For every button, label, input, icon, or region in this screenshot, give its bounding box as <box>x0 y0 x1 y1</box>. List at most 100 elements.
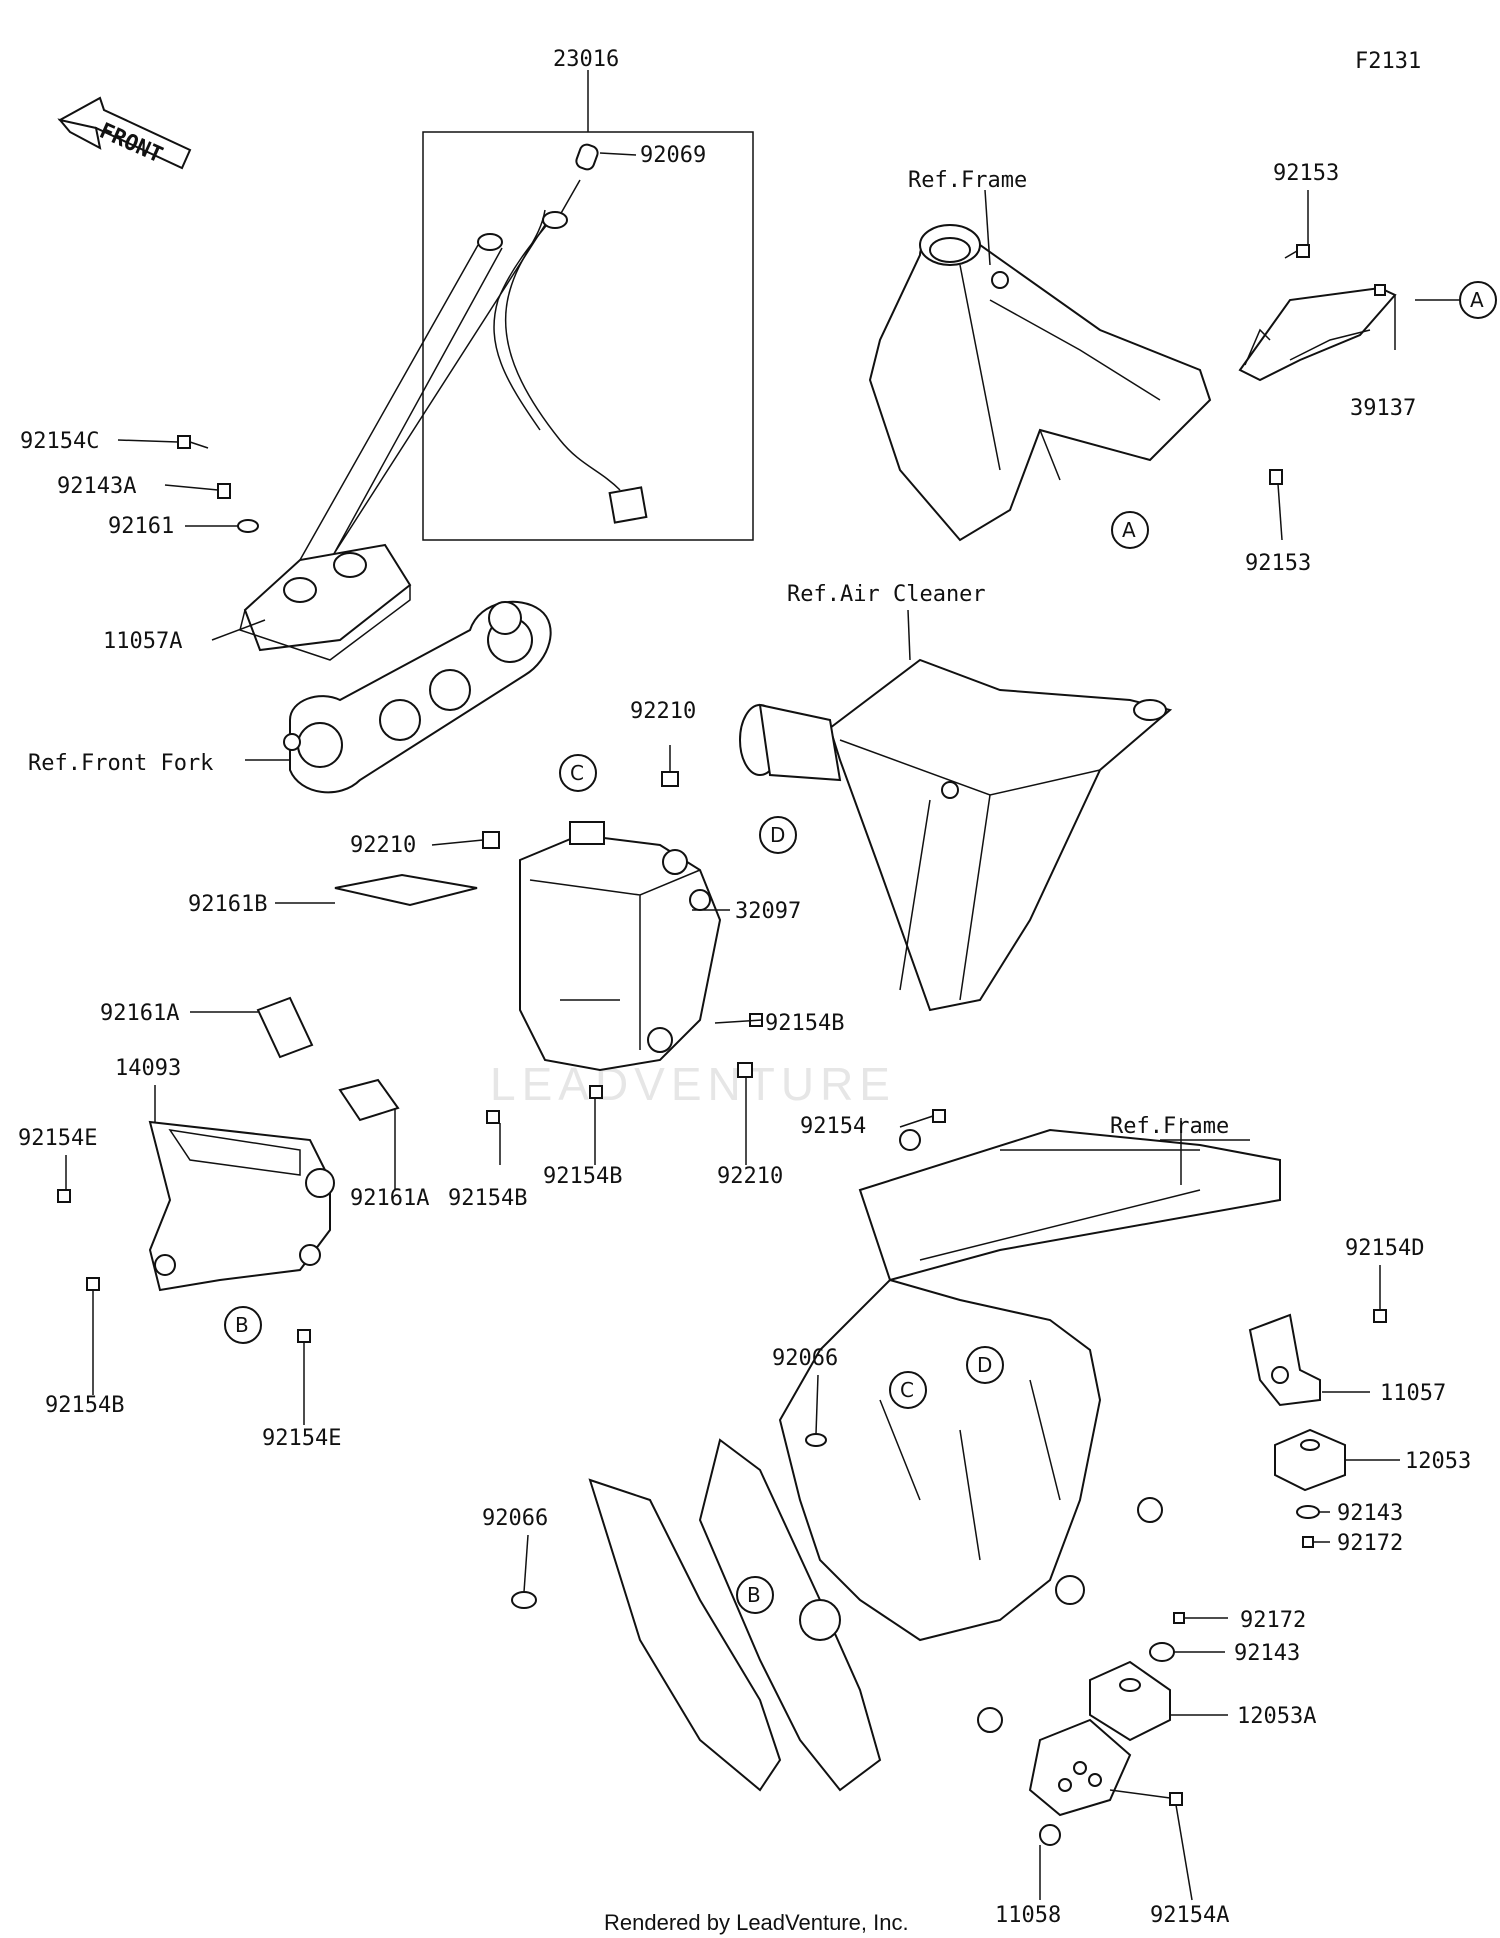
assembly-box-23016 <box>422 131 754 541</box>
nut-92172-lower-icon <box>1173 1612 1185 1624</box>
bolt-92154b-c-icon <box>486 1110 500 1124</box>
label-92172-lower: 92172 <box>1240 1608 1306 1633</box>
label-92161a-left: 92161A <box>100 1001 179 1026</box>
collar-92143-lower-icon <box>1149 1642 1175 1662</box>
label-92069: 92069 <box>640 143 706 168</box>
label-92154b-c: 92154B <box>448 1186 527 1211</box>
label-92154e-right: 92154E <box>262 1426 341 1451</box>
label-92154e-left: 92154E <box>18 1126 97 1151</box>
marker-d-upper: D <box>759 816 797 854</box>
label-12053a: 12053A <box>1237 1704 1316 1729</box>
ref-front-fork: Ref.Front Fork <box>28 751 213 776</box>
label-92161b: 92161B <box>188 892 267 917</box>
bolt-92154-icon <box>932 1109 946 1123</box>
svg-text:D: D <box>770 823 785 847</box>
label-92066-upper: 92066 <box>772 1346 838 1371</box>
footer-credit: Rendered by LeadVenture, Inc. <box>604 1910 909 1935</box>
main-frame-icon <box>588 1128 1281 1792</box>
label-92153-top: 92153 <box>1273 161 1339 186</box>
label-92143-lower: 92143 <box>1234 1641 1300 1666</box>
label-92154b-a: 92154B <box>765 1011 844 1036</box>
plug-92066-upper-icon <box>805 1433 827 1447</box>
bolt-92154d-icon <box>1373 1309 1387 1323</box>
bracket-39137-icon <box>1238 284 1397 382</box>
label-92153-bottom: 92153 <box>1245 551 1311 576</box>
label-92210-top: 92210 <box>630 699 696 724</box>
svg-text:A: A <box>1122 518 1136 542</box>
svg-text:D: D <box>977 1353 992 1377</box>
clip-92210-a-icon <box>661 771 679 787</box>
label-39137: 39137 <box>1350 396 1416 421</box>
label-92161: 92161 <box>108 514 174 539</box>
label-92161a-right: 92161A <box>350 1186 429 1211</box>
label-92154a: 92154A <box>1150 1903 1229 1928</box>
pad-92161a-upper-icon <box>256 996 314 1059</box>
label-92143a: 92143A <box>57 474 136 499</box>
label-11057a: 11057A <box>103 629 182 654</box>
bolt-92154e-b-icon <box>297 1329 311 1343</box>
rubber-12053a-icon <box>1089 1660 1171 1742</box>
bolt-92154b-d-icon <box>86 1277 100 1291</box>
plug-92066-lower-icon <box>511 1591 537 1609</box>
label-92154b-b: 92154B <box>543 1164 622 1189</box>
diagram-code: F2131 <box>1355 49 1421 74</box>
bolt-92154c-icon <box>177 435 209 449</box>
upper-bracket-icon <box>239 543 412 661</box>
marker-b-left: B <box>224 1306 262 1344</box>
label-92154d: 92154D <box>1345 1236 1424 1261</box>
svg-text:C: C <box>570 761 584 785</box>
cover-14093-icon <box>148 1120 335 1292</box>
ref-air-cleaner: Ref.Air Cleaner <box>787 582 986 607</box>
bracket-11057-icon <box>1248 1313 1321 1407</box>
frame-head-icon <box>868 224 1212 542</box>
marker-a-right: A <box>1459 281 1497 319</box>
bolt-92154b-b-icon <box>589 1085 603 1099</box>
air-cleaner-icon <box>739 658 1173 1012</box>
bolt-92154a-icon <box>1169 1792 1183 1806</box>
label-92210-left: 92210 <box>350 833 416 858</box>
bolt-92153-upper-icon <box>1284 244 1310 259</box>
label-92172-upper: 92172 <box>1337 1531 1403 1556</box>
label-92154c: 92154C <box>20 429 99 454</box>
label-92143-upper: 92143 <box>1337 1501 1403 1526</box>
nut-92172-upper-icon <box>1302 1536 1314 1548</box>
bolt-icons <box>57 244 1387 1806</box>
leader-lines <box>65 152 1460 1901</box>
label-23016: 23016 <box>553 47 619 72</box>
marker-c-upper: C <box>559 754 597 792</box>
front-arrow-icon: FRONT <box>57 96 192 170</box>
front-fork-bracket-icon <box>283 600 552 794</box>
marker-d-lower: D <box>966 1346 1004 1384</box>
bracket-11058-icon <box>1028 1718 1132 1846</box>
marker-c-lower: C <box>889 1371 927 1409</box>
svg-text:C: C <box>900 1378 914 1402</box>
label-12053: 12053 <box>1405 1449 1471 1474</box>
label-92210-bottom: 92210 <box>717 1164 783 1189</box>
collar-92143a-icon <box>217 483 231 499</box>
watermark: LEADVENTURE <box>490 1058 896 1110</box>
ref-frame-top: Ref.Frame <box>908 168 1027 193</box>
pad-92161b-icon <box>334 873 478 907</box>
ref-frame-main: Ref.Frame <box>1110 1114 1229 1139</box>
label-92066-lower: 92066 <box>482 1506 548 1531</box>
battery-case-icon <box>519 821 722 1072</box>
label-14093: 14093 <box>115 1056 181 1081</box>
label-11057: 11057 <box>1380 1381 1446 1406</box>
label-11058: 11058 <box>995 1903 1061 1928</box>
grommet-92161-icon <box>237 519 259 533</box>
rubber-12053-icon <box>1274 1428 1346 1492</box>
clip-92210-b-icon <box>482 831 500 849</box>
svg-text:B: B <box>747 1583 761 1607</box>
label-32097: 32097 <box>735 899 801 924</box>
label-92154: 92154 <box>800 1114 866 1139</box>
bolt-92154e-a-icon <box>57 1189 71 1203</box>
pad-92161a-lower-icon <box>338 1078 400 1122</box>
label-92154b-d: 92154B <box>45 1393 124 1418</box>
bolt-92153-lower-icon <box>1269 469 1283 485</box>
collar-92143-upper-icon <box>1296 1505 1320 1519</box>
svg-text:B: B <box>235 1313 249 1337</box>
marker-b-lower: B <box>736 1576 774 1614</box>
svg-text:A: A <box>1470 288 1484 312</box>
sensor-cable-icon <box>299 143 648 571</box>
